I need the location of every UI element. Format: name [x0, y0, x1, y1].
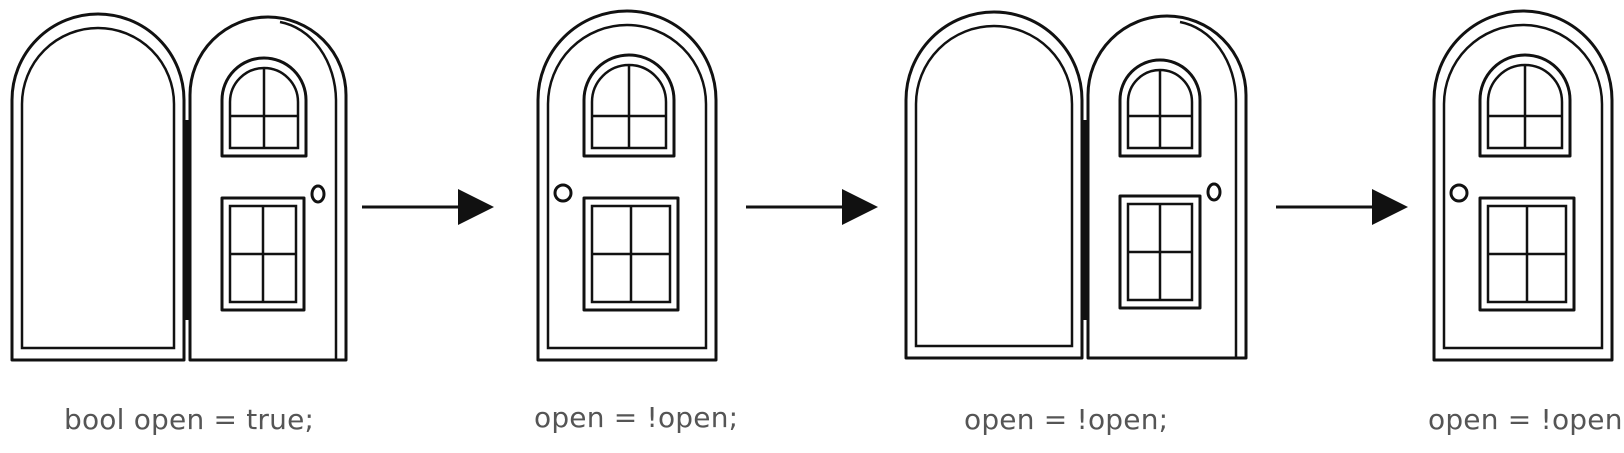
- door-frame-opening: [904, 10, 1084, 360]
- door-frame-inner: [914, 24, 1074, 348]
- square-window-icon: [1118, 194, 1202, 310]
- square-window-icon: [1478, 196, 1576, 312]
- door-open-state-1: [10, 12, 348, 362]
- door-closed-state-2: [536, 9, 718, 362]
- square-window-icon: [582, 196, 680, 312]
- hinge-strip: [184, 120, 192, 320]
- door-frame-opening: [10, 12, 186, 362]
- hinge-strip: [1082, 120, 1090, 320]
- door-leaf-edge: [1179, 20, 1238, 358]
- caption-state-4: open = !open;: [1428, 403, 1624, 436]
- door-frame-inner: [20, 26, 176, 350]
- caption-state-2: open = !open;: [534, 401, 739, 434]
- door-knob-icon: [1206, 182, 1222, 202]
- door-inner: [1442, 23, 1604, 350]
- door-knob-icon: [1449, 183, 1469, 203]
- arched-window-icon: [582, 53, 676, 158]
- door-leaf-edge: [279, 20, 338, 360]
- door-closed-state-4: [1432, 9, 1614, 362]
- door-open-state-3: [904, 10, 1248, 360]
- door-knob-icon: [553, 183, 573, 203]
- square-window-icon: [220, 196, 306, 312]
- arched-window-icon: [1118, 58, 1202, 158]
- door-knob-icon: [310, 184, 326, 204]
- door-inner: [546, 23, 708, 350]
- arched-window-icon: [1478, 53, 1572, 158]
- caption-state-1: bool open = true;: [64, 403, 315, 436]
- arched-window-icon: [220, 56, 308, 158]
- caption-state-3: open = !open;: [964, 403, 1169, 436]
